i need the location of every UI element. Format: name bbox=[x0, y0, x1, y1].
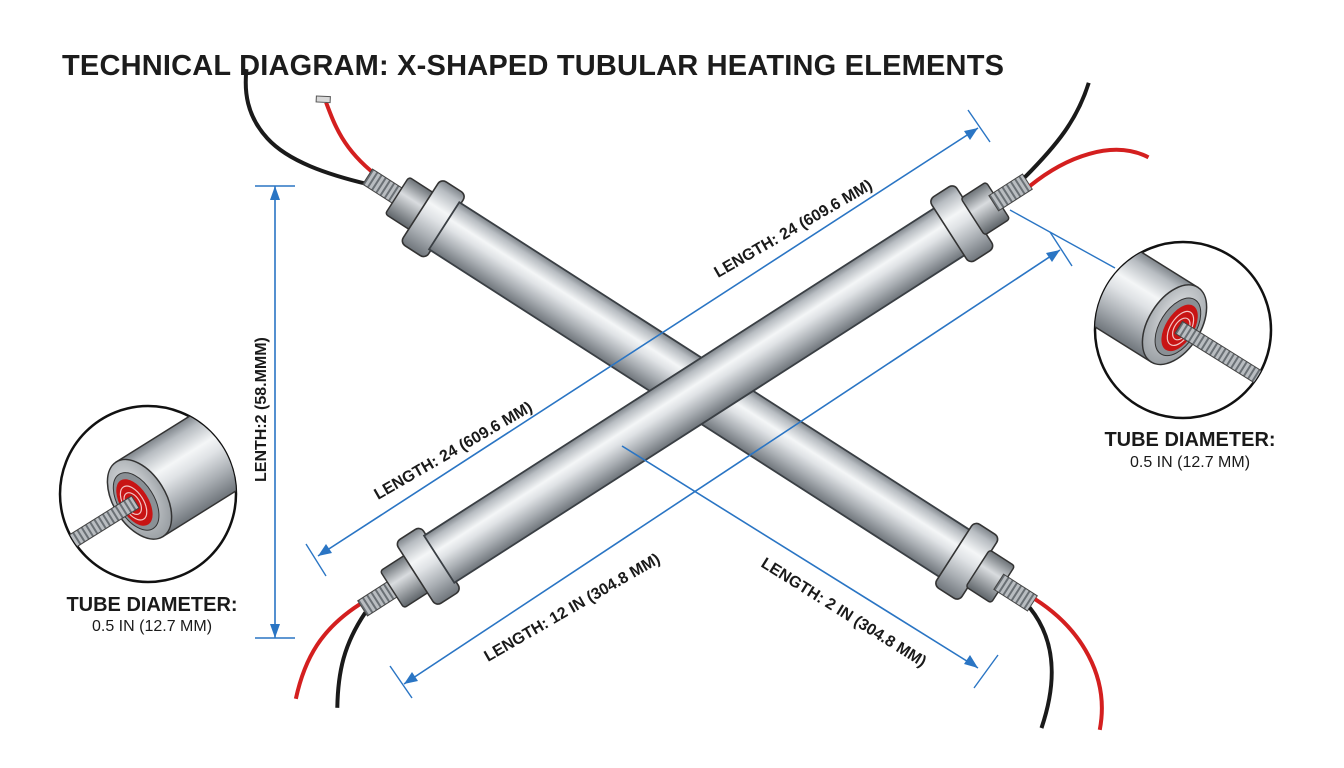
dimension-lines bbox=[255, 109, 1116, 699]
callout-right-heading: TUBE DIAMETER: bbox=[1104, 429, 1275, 451]
dim-line-lower bbox=[403, 249, 1061, 685]
dim-line-upper bbox=[317, 127, 979, 557]
magnifier-left bbox=[58, 404, 238, 584]
dimension-label-bottom-left: LENGTH: 12 IN (304.8 MM) bbox=[482, 551, 664, 666]
magnifier-right bbox=[1093, 240, 1273, 420]
callout-right-value: 0.5 IN (12.7 MM) bbox=[1130, 454, 1250, 471]
dimension-label-bottom-right: LENGTH: 2 IN (304.8 MM) bbox=[758, 555, 929, 671]
page-title: TECHNICAL DIAGRAM: X-SHAPED TUBULAR HEAT… bbox=[62, 50, 1004, 82]
callout-left-heading: TUBE DIAMETER: bbox=[66, 594, 237, 616]
heating-element-b bbox=[293, 82, 1150, 708]
dim-line-bottom-right bbox=[621, 445, 979, 669]
dimension-label-vertical: LENTH:2 (58.MMM) bbox=[253, 337, 270, 482]
callout-left-value: 0.5 IN (12.7 MM) bbox=[92, 618, 212, 635]
